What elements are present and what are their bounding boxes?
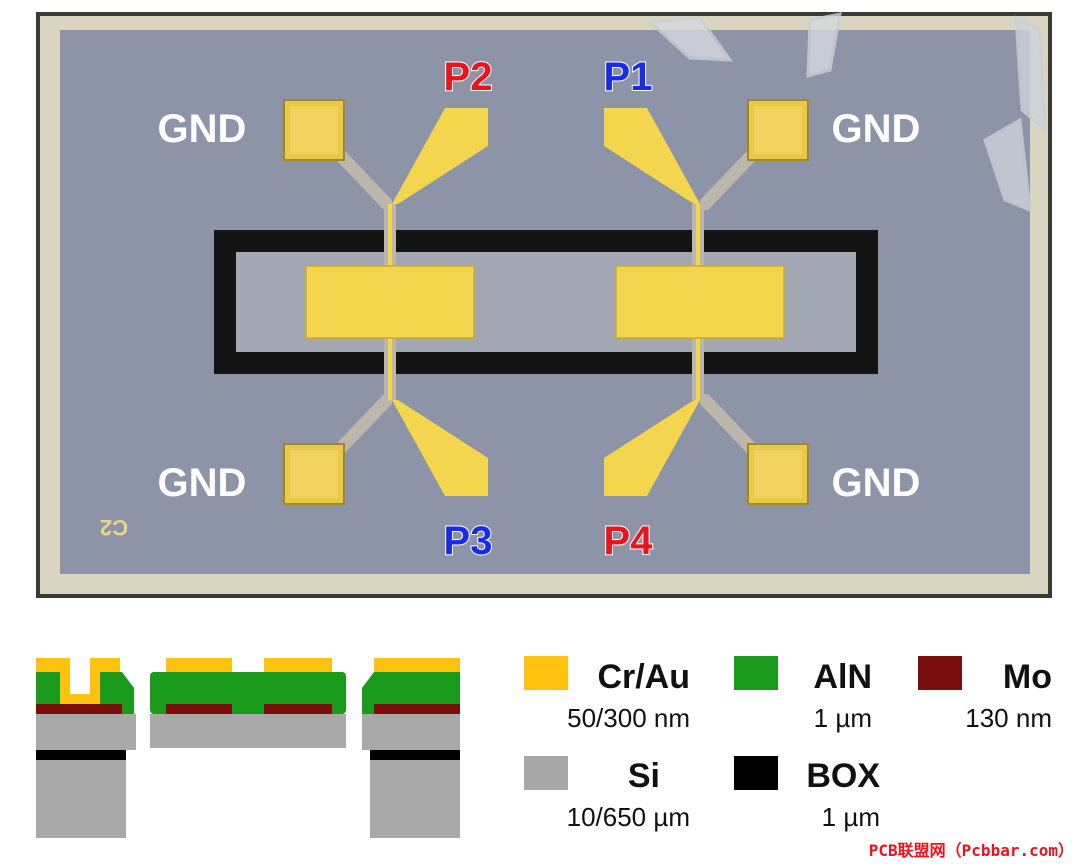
legend-sub-mo: 130 nm bbox=[965, 703, 1052, 733]
xs-center-mo-1 bbox=[166, 704, 232, 714]
feed-line-left-top-core bbox=[388, 204, 392, 268]
xs-left-box bbox=[36, 750, 126, 760]
electrode-right bbox=[615, 265, 785, 339]
xs-center-crau-2 bbox=[264, 658, 332, 672]
xs-left-mo bbox=[36, 704, 122, 714]
signal-trace-p3 bbox=[392, 400, 488, 496]
legend-item-aln: AlN 1 µm bbox=[734, 656, 872, 733]
legend-name-crau: Cr/Au bbox=[597, 658, 690, 696]
gnd-label-bottom-left: GND bbox=[158, 461, 247, 505]
legend-item-si: Si 10/650 µm bbox=[524, 756, 690, 832]
gnd-pad-top-left-inner bbox=[290, 106, 338, 154]
legend-swatch-box bbox=[734, 756, 778, 790]
xs-right-crau bbox=[374, 658, 460, 672]
port-label-p1: P1 bbox=[604, 55, 653, 99]
signal-trace-p2 bbox=[392, 108, 488, 204]
gnd-pad-bottom-left-inner bbox=[290, 450, 338, 498]
xs-right-si-substrate bbox=[370, 760, 460, 838]
resonator-left bbox=[283, 99, 488, 505]
port-label-p4: P4 bbox=[604, 519, 654, 563]
legend-sub-box: 1 µm bbox=[822, 802, 880, 832]
gnd-pad-bottom-right-inner bbox=[754, 450, 802, 498]
legend-swatch-crau bbox=[524, 656, 568, 690]
signal-trace-p4 bbox=[604, 400, 700, 496]
xs-center-si bbox=[150, 714, 346, 748]
legend-name-mo: Mo bbox=[1003, 658, 1052, 696]
cross-section-membrane bbox=[150, 658, 346, 748]
gnd-label-top-left: GND bbox=[158, 107, 247, 151]
cross-section-left-anchor bbox=[36, 658, 136, 838]
legend-item-box: BOX 1 µm bbox=[734, 756, 880, 832]
port-label-p2: P2 bbox=[444, 55, 493, 99]
debris-flake-1 bbox=[646, 16, 734, 62]
legend-name-si: Si bbox=[628, 757, 660, 795]
feed-line-left-bottom-core bbox=[388, 336, 392, 400]
legend-name-box: BOX bbox=[806, 757, 880, 795]
xs-center-mo-2 bbox=[264, 704, 332, 714]
xs-right-si-device bbox=[362, 714, 460, 750]
xs-left-crau bbox=[36, 658, 120, 704]
xs-left-si-substrate bbox=[36, 760, 126, 838]
feed-line-right-bottom-core bbox=[696, 336, 700, 400]
chip-micrograph: GND GND GND GND P2 P1 P3 P4 C2 bbox=[36, 12, 1052, 598]
xs-left-aln-2 bbox=[100, 672, 134, 714]
debris-flake-2 bbox=[806, 12, 842, 78]
port-label-p3: P3 bbox=[444, 519, 493, 563]
legend-swatch-si bbox=[524, 756, 568, 790]
xs-right-aln bbox=[362, 672, 460, 714]
legend-item-mo: Mo 130 nm bbox=[918, 656, 1052, 733]
legend-swatch-aln bbox=[734, 656, 778, 690]
xs-left-aln bbox=[36, 672, 60, 704]
cross-section-right-anchor bbox=[362, 658, 460, 838]
gnd-label-bottom-right: GND bbox=[832, 461, 921, 505]
xs-right-box bbox=[370, 750, 460, 760]
legend-sub-crau: 50/300 nm bbox=[567, 703, 690, 733]
die-mark: C2 bbox=[100, 515, 128, 540]
material-legend: Cr/Au 50/300 nm AlN 1 µm Mo 130 nm Si 10… bbox=[524, 656, 1052, 832]
resonator-right bbox=[604, 99, 809, 505]
gnd-pad-top-right-inner bbox=[754, 106, 802, 154]
legend-sub-si: 10/650 µm bbox=[567, 802, 690, 832]
xs-left-si-device bbox=[36, 714, 136, 750]
surface-debris bbox=[646, 12, 1047, 213]
electrode-left bbox=[305, 265, 475, 339]
debris-flake-4 bbox=[1014, 15, 1047, 134]
xs-center-crau-1 bbox=[166, 658, 232, 672]
legend-name-aln: AlN bbox=[813, 658, 872, 696]
legend-sub-aln: 1 µm bbox=[814, 703, 872, 733]
gnd-label-top-right: GND bbox=[832, 107, 921, 151]
signal-trace-p1 bbox=[604, 108, 700, 204]
cross-section bbox=[36, 658, 460, 838]
feed-line-right-top-core bbox=[696, 204, 700, 268]
legend-item-crau: Cr/Au 50/300 nm bbox=[524, 656, 690, 733]
xs-right-mo bbox=[374, 704, 460, 714]
xs-center-aln bbox=[150, 672, 346, 714]
watermark: PCB联盟网（Pcbbar.com） bbox=[869, 841, 1074, 860]
debris-flake-3 bbox=[983, 117, 1032, 213]
legend-swatch-mo bbox=[918, 656, 962, 690]
